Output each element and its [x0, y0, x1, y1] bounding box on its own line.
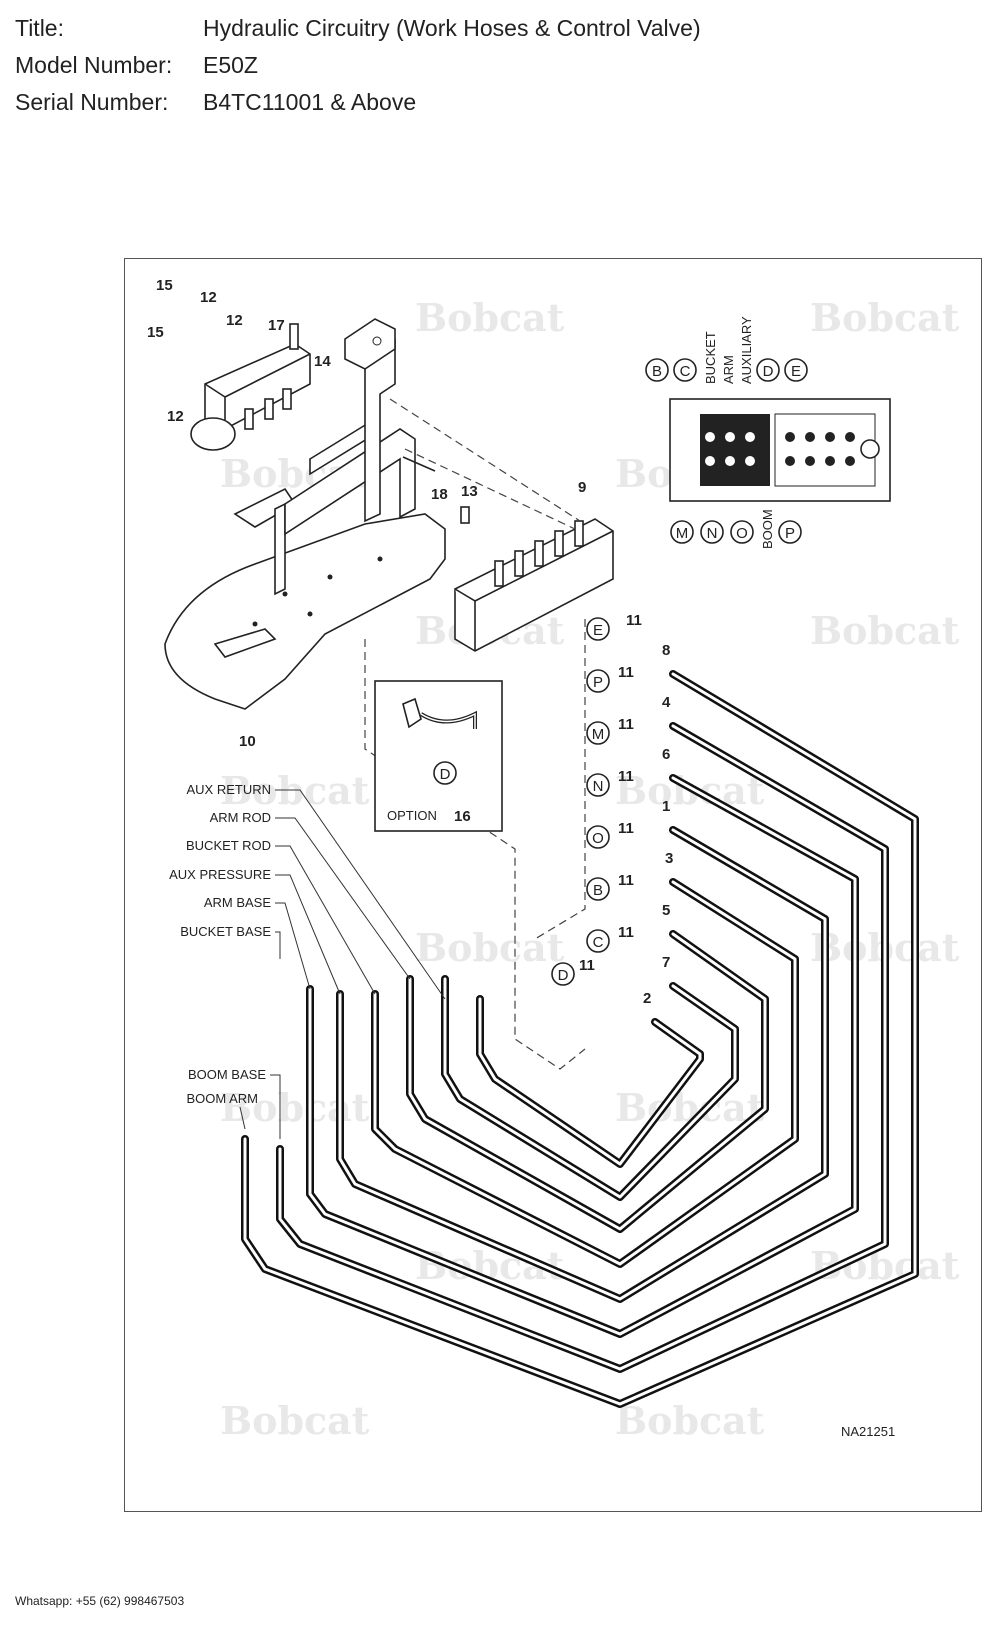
fitting-number: 11 [618, 716, 634, 733]
watermark: Bobcat [415, 925, 565, 970]
port-c-label: C [593, 934, 604, 951]
boom-label: BOOM BASE [188, 1067, 266, 1082]
mounting-plate [164, 318, 446, 710]
hose-number: 2 [643, 990, 651, 1007]
model-value: E50Z [203, 52, 258, 78]
title-value: Hydraulic Circuitry (Work Hoses & Contro… [203, 15, 701, 41]
part-number: 13 [461, 483, 478, 500]
parts-diagram: Bobcat Bobcat Bobcat Bobcat Bobcat Bobca… [124, 258, 982, 1512]
valve-port-c-label: C [680, 363, 691, 380]
part-number: 14 [314, 353, 331, 370]
part-number: 12 [226, 312, 243, 329]
hoses [241, 670, 919, 1408]
valve-auxiliary-label: AUXILIARY [739, 316, 754, 384]
model-row: Model Number: E50Z [15, 47, 701, 84]
valve-boom-label: BOOM [760, 509, 775, 549]
part-number: 9 [578, 479, 586, 496]
option-label: OPTION [387, 808, 437, 823]
valve-port-d-label: D [763, 363, 774, 380]
fitting-number: 11 [618, 872, 634, 889]
part-number: 10 [239, 733, 256, 750]
fitting-number: 11 [579, 957, 595, 974]
hose-labels: AUX RETURN ARM ROD BUCKET ROD AUX PRESSU… [169, 782, 446, 1139]
hose-label: BUCKET ROD [186, 838, 271, 853]
hose-label: AUX PRESSURE [169, 867, 271, 882]
hose-label: ARM ROD [210, 810, 271, 825]
valve-port-p-label: P [785, 525, 795, 542]
title-key: Title: [15, 15, 64, 41]
port-d-label: D [558, 967, 569, 984]
part-number: 12 [200, 289, 217, 306]
part-number: 15 [156, 277, 173, 294]
title-row: Title: Hydraulic Circuitry (Work Hoses &… [15, 10, 701, 47]
watermark: Bobcat [810, 608, 960, 653]
hose-number: 4 [662, 694, 671, 711]
figure-code: NA21251 [841, 1424, 895, 1439]
option-number: 16 [454, 808, 471, 825]
fitting-number: 11 [626, 612, 642, 629]
fitting-number: 11 [618, 820, 634, 837]
port-b-label: B [593, 882, 603, 899]
header: Title: Hydraulic Circuitry (Work Hoses &… [15, 10, 701, 121]
port-m-label: M [592, 726, 605, 743]
valve-ports-inset: B C D E BUCKET ARM AUXILIARY M N O P BOO… [645, 316, 891, 549]
watermark: Bobcat [615, 1398, 765, 1443]
hose-label: AUX RETURN [186, 782, 271, 797]
manifold-block [190, 323, 311, 451]
boom-label: BOOM ARM [186, 1091, 258, 1106]
hose-number: 3 [665, 850, 673, 867]
fitting-number: 11 [618, 924, 634, 941]
watermark: Bobcat [415, 295, 565, 340]
valve-arm-label: ARM [721, 355, 736, 384]
control-valve [454, 518, 614, 652]
option-box: D OPTION 16 [374, 680, 503, 832]
port-o-label: O [592, 830, 604, 847]
serial-row: Serial Number: B4TC11001 & Above [15, 84, 701, 121]
hose-number: 5 [662, 902, 670, 919]
part-number: 18 [431, 486, 448, 503]
footer-contact: Whatsapp: +55 (62) 998467503 [15, 1594, 185, 1608]
model-key: Model Number: [15, 52, 173, 78]
valve-port-o-label: O [736, 525, 748, 542]
part-callouts: 15 12 12 17 15 14 12 18 13 9 10 [147, 277, 586, 750]
valve-port-e-label: E [791, 363, 801, 380]
serial-value: B4TC11001 & Above [203, 89, 417, 115]
hose-label: BUCKET BASE [180, 924, 271, 939]
port-e-label: E [593, 622, 603, 639]
part-number: 12 [167, 408, 184, 425]
fitting-number: 11 [618, 664, 634, 681]
port-callouts: E P M N O B C D 11 11 11 11 11 11 11 11 … [551, 612, 673, 1007]
hose-number: 8 [662, 642, 670, 659]
valve-port-b-label: B [652, 363, 662, 380]
port-p-label: P [593, 674, 603, 691]
diagram-svg: Bobcat Bobcat Bobcat Bobcat Bobcat Bobca… [147, 277, 960, 1443]
watermark: Bobcat [220, 1398, 370, 1443]
serial-key: Serial Number: [15, 89, 169, 115]
valve-port-n-label: N [707, 525, 718, 542]
hose-label: ARM BASE [204, 895, 272, 910]
watermark: Bobcat [810, 295, 960, 340]
watermark: Bobcat [220, 1085, 370, 1130]
hose-number: 7 [662, 954, 670, 971]
valve-port-m-label: M [676, 525, 689, 542]
part-number: 15 [147, 324, 164, 341]
hose-number: 1 [662, 798, 670, 815]
port-n-label: N [593, 778, 604, 795]
hose-number: 6 [662, 746, 670, 763]
fitting-number: 11 [618, 768, 634, 785]
option-port-label: D [440, 766, 451, 783]
part-number: 17 [268, 317, 285, 334]
valve-bucket-label: BUCKET [703, 331, 718, 384]
